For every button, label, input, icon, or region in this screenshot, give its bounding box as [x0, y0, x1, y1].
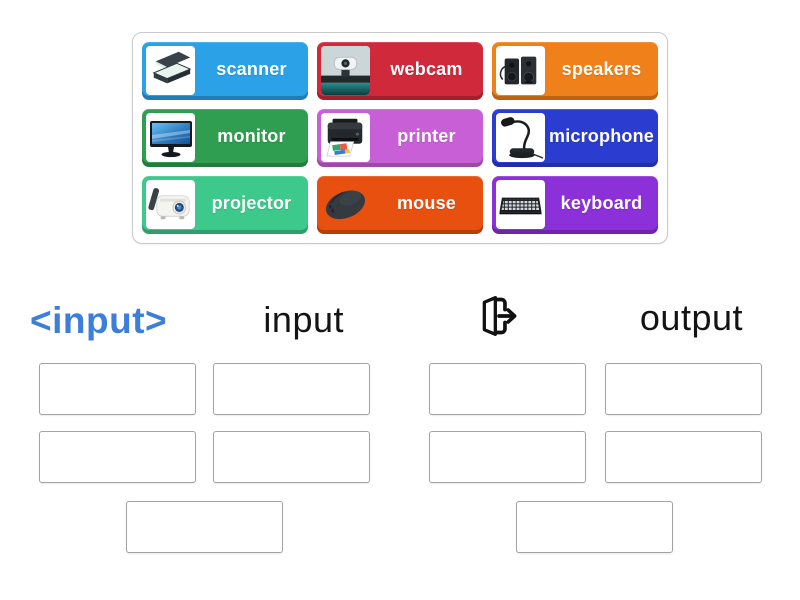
output-drop-slot-3[interactable]: [429, 431, 586, 483]
tile-mouse[interactable]: mouse: [316, 176, 483, 234]
tile-keyboard[interactable]: keyboard: [491, 176, 658, 234]
group-title-output: output: [639, 297, 743, 338]
tile-monitor[interactable]: monitor: [142, 109, 308, 167]
tile-label: webcam: [390, 59, 463, 79]
tile-label: scanner: [216, 59, 287, 79]
scanner-image: [146, 45, 195, 95]
group-header-output: output: [477, 290, 743, 346]
tile-label: printer: [397, 126, 456, 146]
input-tag-badge: <input>: [30, 299, 168, 341]
tile-projector[interactable]: projector: [142, 176, 308, 234]
output-drop-slot-1[interactable]: [429, 363, 586, 415]
input-drop-slot-4[interactable]: [213, 431, 370, 483]
mouse-image: [321, 180, 370, 229]
speakers-image: [495, 45, 545, 95]
input-drop-slot-5[interactable]: [126, 501, 283, 553]
output-drop-slot-5[interactable]: [516, 501, 673, 553]
tile-label: speakers: [561, 59, 642, 79]
tile-label: microphone: [548, 126, 654, 146]
tile-bank: scanner webcam: [132, 32, 668, 244]
keyboard-image: [495, 179, 545, 229]
tile-label: mouse: [396, 193, 456, 213]
input-drop-slot-3[interactable]: [39, 431, 196, 483]
tile-printer[interactable]: printer: [316, 109, 483, 167]
group-title-input: input: [263, 299, 344, 340]
input-drop-slot-1[interactable]: [39, 363, 196, 415]
tile-webcam[interactable]: webcam: [316, 42, 483, 100]
tile-scanner[interactable]: scanner: [142, 42, 308, 100]
group-header-input: <input> input: [30, 292, 344, 348]
output-drop-slot-2[interactable]: [605, 363, 762, 415]
tile-speakers[interactable]: speakers: [491, 42, 658, 100]
microphone-image: [495, 112, 545, 162]
monitor-image: [146, 112, 195, 162]
printer-image: [320, 112, 370, 162]
tile-label: monitor: [217, 126, 286, 146]
output-drop-slot-4[interactable]: [605, 431, 762, 483]
projector-image: [146, 179, 195, 229]
webcam-image: [320, 45, 370, 95]
tile-label: projector: [211, 193, 292, 213]
tile-label: keyboard: [560, 193, 643, 213]
tile-microphone[interactable]: microphone: [491, 109, 658, 167]
export-arrow-icon: [477, 289, 521, 348]
input-drop-slot-2[interactable]: [213, 363, 370, 415]
